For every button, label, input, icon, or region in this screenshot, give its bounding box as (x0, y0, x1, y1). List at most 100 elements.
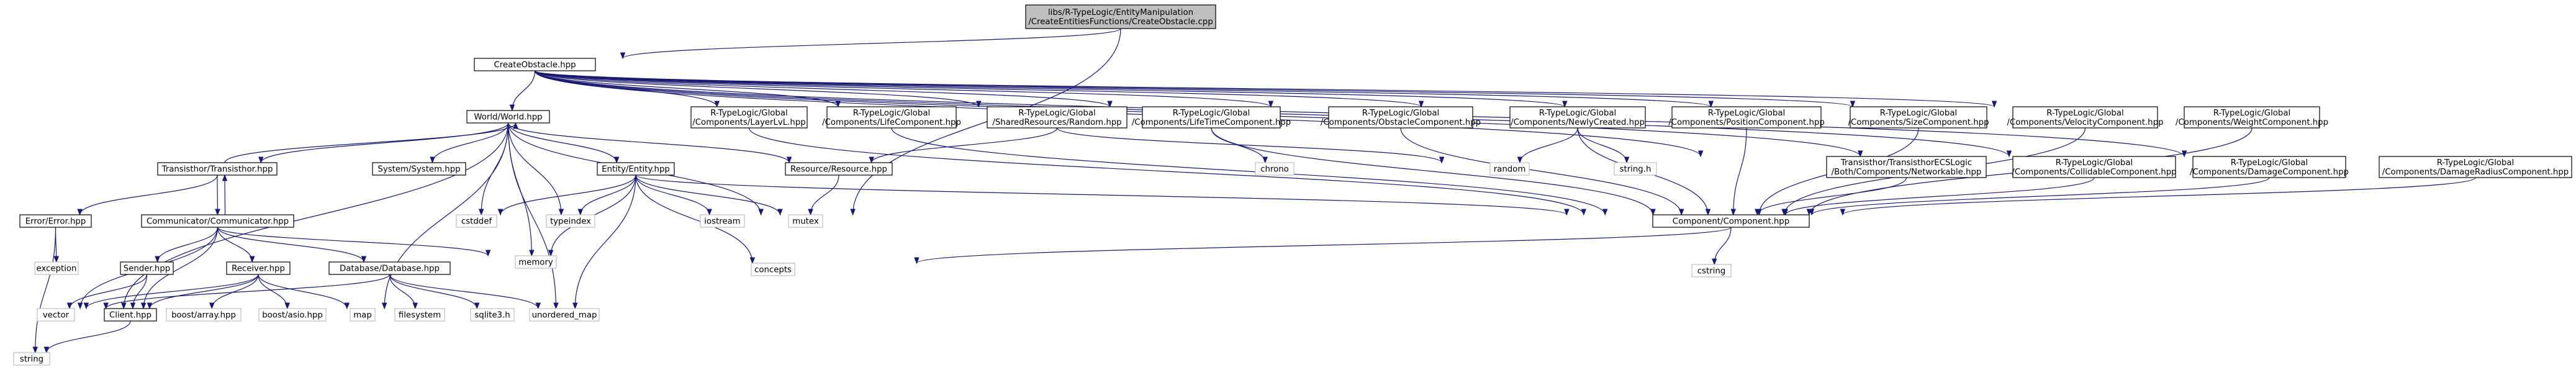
node-memory: memory (515, 255, 557, 269)
node-box (826, 106, 957, 129)
node-boostasio: boost/asio.hpp (258, 308, 327, 322)
node-velocity[interactable]: R-TypeLogic/Global/Components/VelocityCo… (2007, 106, 2164, 129)
node-box (1025, 4, 1216, 29)
node-damage[interactable]: R-TypeLogic/Global/Components/DamageComp… (2190, 156, 2349, 178)
node-label: /Components/DamageRadiusComponent.hpp (2382, 168, 2569, 177)
edge-line (507, 122, 617, 163)
node-random: random (1489, 162, 1530, 176)
node-sender[interactable]: Sender.hpp (120, 261, 174, 275)
edge-world-to-entity (507, 122, 620, 164)
edge-line (79, 174, 218, 215)
edge-arrowhead (707, 209, 712, 216)
node-label: /CreateEntitiesFunctions/CreateObstacle.… (1028, 17, 1213, 27)
edge-world-to-cstddef (478, 122, 509, 216)
node-layer[interactable]: R-TypeLogic/Global/Components/LayerLvL.h… (690, 106, 808, 129)
edge-arrowhead (361, 256, 367, 263)
edge-error-to-string (32, 227, 56, 354)
node-box (1691, 264, 1732, 278)
edge-co-to-position (534, 70, 1568, 108)
node-label: /Components/CollidableComponent.hpp (2012, 168, 2176, 177)
node-entity[interactable]: Entity/Entity.hpp (597, 162, 675, 176)
edge-arrowhead (835, 101, 841, 108)
node-label: /Components/WeightComponent.hpp (2176, 118, 2328, 127)
node-label: Database/Database.hpp (340, 264, 440, 274)
edge-line (432, 122, 509, 163)
node-newly[interactable]: R-TypeLogic/Global/Components/NewlyCreat… (1509, 106, 1646, 129)
node-networkable[interactable]: Transisthor/TransisthorECSLogic/Both/Com… (1826, 156, 1987, 178)
edge-arrowhead (412, 302, 418, 310)
node-box (37, 308, 75, 322)
node-weight[interactable]: R-TypeLogic/Global/Components/WeightComp… (2176, 106, 2328, 129)
node-box (597, 162, 675, 176)
edge-communicator-to-memory (217, 227, 491, 257)
edge-arrowhead (103, 302, 109, 310)
edge-line (534, 70, 1565, 107)
edge-entity-to-cstddef (497, 174, 636, 216)
edge-line (580, 174, 636, 215)
node-life[interactable]: R-TypeLogic/Global/Components/LifeCompon… (822, 106, 961, 129)
node-lifetime[interactable]: R-TypeLogic/Global/Components/LifeTimeCo… (1132, 106, 1291, 129)
node-label: filesystem (399, 311, 441, 320)
edge-arrowhead (869, 156, 874, 164)
edge-line (258, 274, 288, 309)
node-size[interactable]: R-TypeLogic/Global/Components/SizeCompon… (1848, 106, 1989, 129)
node-box (785, 162, 893, 176)
node-label: /Components/LifeComponent.hpp (822, 118, 961, 127)
node-box (1652, 214, 1810, 228)
edge-random_h-to-resource (869, 127, 1058, 164)
node-random_h[interactable]: R-TypeLogic/Global/SharedResources/Rando… (987, 106, 1128, 129)
node-resource[interactable]: Resource/Resource.hpp (785, 162, 893, 176)
node-label: Receiver.hpp (232, 264, 285, 274)
node-label: /Components/SizeComponent.hpp (1848, 118, 1989, 127)
edge-line (500, 174, 636, 215)
node-label: Error/Error.hpp (25, 217, 86, 227)
edge-component-to-concepts (914, 227, 1732, 264)
node-database[interactable]: Database/Database.hpp (328, 261, 451, 275)
edge-line (1211, 127, 1654, 215)
node-error[interactable]: Error/Error.hpp (19, 214, 92, 228)
edge-arrowhead (1809, 209, 1815, 216)
edge-arrowhead (535, 302, 541, 310)
edge-arrowhead (1564, 209, 1570, 216)
node-root[interactable]: libs/R-TypeLogic/EntityManipulation/Crea… (1025, 4, 1216, 29)
edge-arrowhead (1517, 156, 1523, 164)
node-client[interactable]: Client.hpp (104, 308, 157, 322)
node-box (19, 214, 92, 228)
node-box (258, 308, 327, 322)
edge-arrowhead (474, 302, 480, 310)
node-transisthor[interactable]: Transisthor/Transisthor.hpp (157, 162, 278, 176)
edge-arrowhead (1678, 209, 1684, 216)
node-collidable[interactable]: R-TypeLogic/Global/Components/Collidable… (2012, 156, 2177, 178)
node-damageradius[interactable]: R-TypeLogic/Global/Components/DamageRadi… (2379, 156, 2572, 178)
node-box (546, 214, 595, 228)
node-box (394, 308, 445, 322)
edge-co-to-size (534, 70, 1714, 108)
node-communicator[interactable]: Communicator/Communicator.hpp (141, 214, 294, 228)
node-label: R-TypeLogic/Global (1362, 109, 1439, 118)
edge-line (46, 320, 131, 353)
node-system[interactable]: System/System.hpp (372, 162, 466, 176)
edge-line (106, 274, 391, 309)
edge-newly-to-random (1517, 127, 1578, 164)
node-box (104, 308, 157, 322)
edge-arrowhead (478, 209, 484, 216)
node-receiver[interactable]: Receiver.hpp (226, 261, 291, 275)
edge-world-to-resource (507, 122, 792, 164)
edge-arrowhead (1755, 209, 1760, 216)
edge-line (534, 70, 1995, 107)
node-component[interactable]: Component/Component.hpp (1652, 214, 1810, 228)
edge-arrowhead (1705, 209, 1711, 216)
node-label: /Components/LayerLvL.hpp (692, 118, 805, 127)
node-co[interactable]: CreateObstacle.hpp (474, 58, 596, 71)
node-box (1328, 106, 1473, 129)
node-label: R-TypeLogic/Global (2046, 109, 2123, 118)
node-position[interactable]: R-TypeLogic/Global/Components/PositionCo… (1668, 106, 1825, 129)
node-label: Transisthor/Transisthor.hpp (161, 165, 273, 174)
edge-lifetime-to-chrono (1211, 127, 1268, 164)
node-label: R-TypeLogic/Global (2213, 109, 2290, 118)
node-obstacle[interactable]: R-TypeLogic/Global/Components/ObstacleCo… (1321, 106, 1481, 129)
edge-world-to-transisthor (258, 122, 509, 164)
node-label: /Components/LifeTimeComponent.hpp (1132, 118, 1291, 127)
edge-line (224, 122, 517, 163)
node-world[interactable]: World/World.hpp (466, 110, 550, 124)
